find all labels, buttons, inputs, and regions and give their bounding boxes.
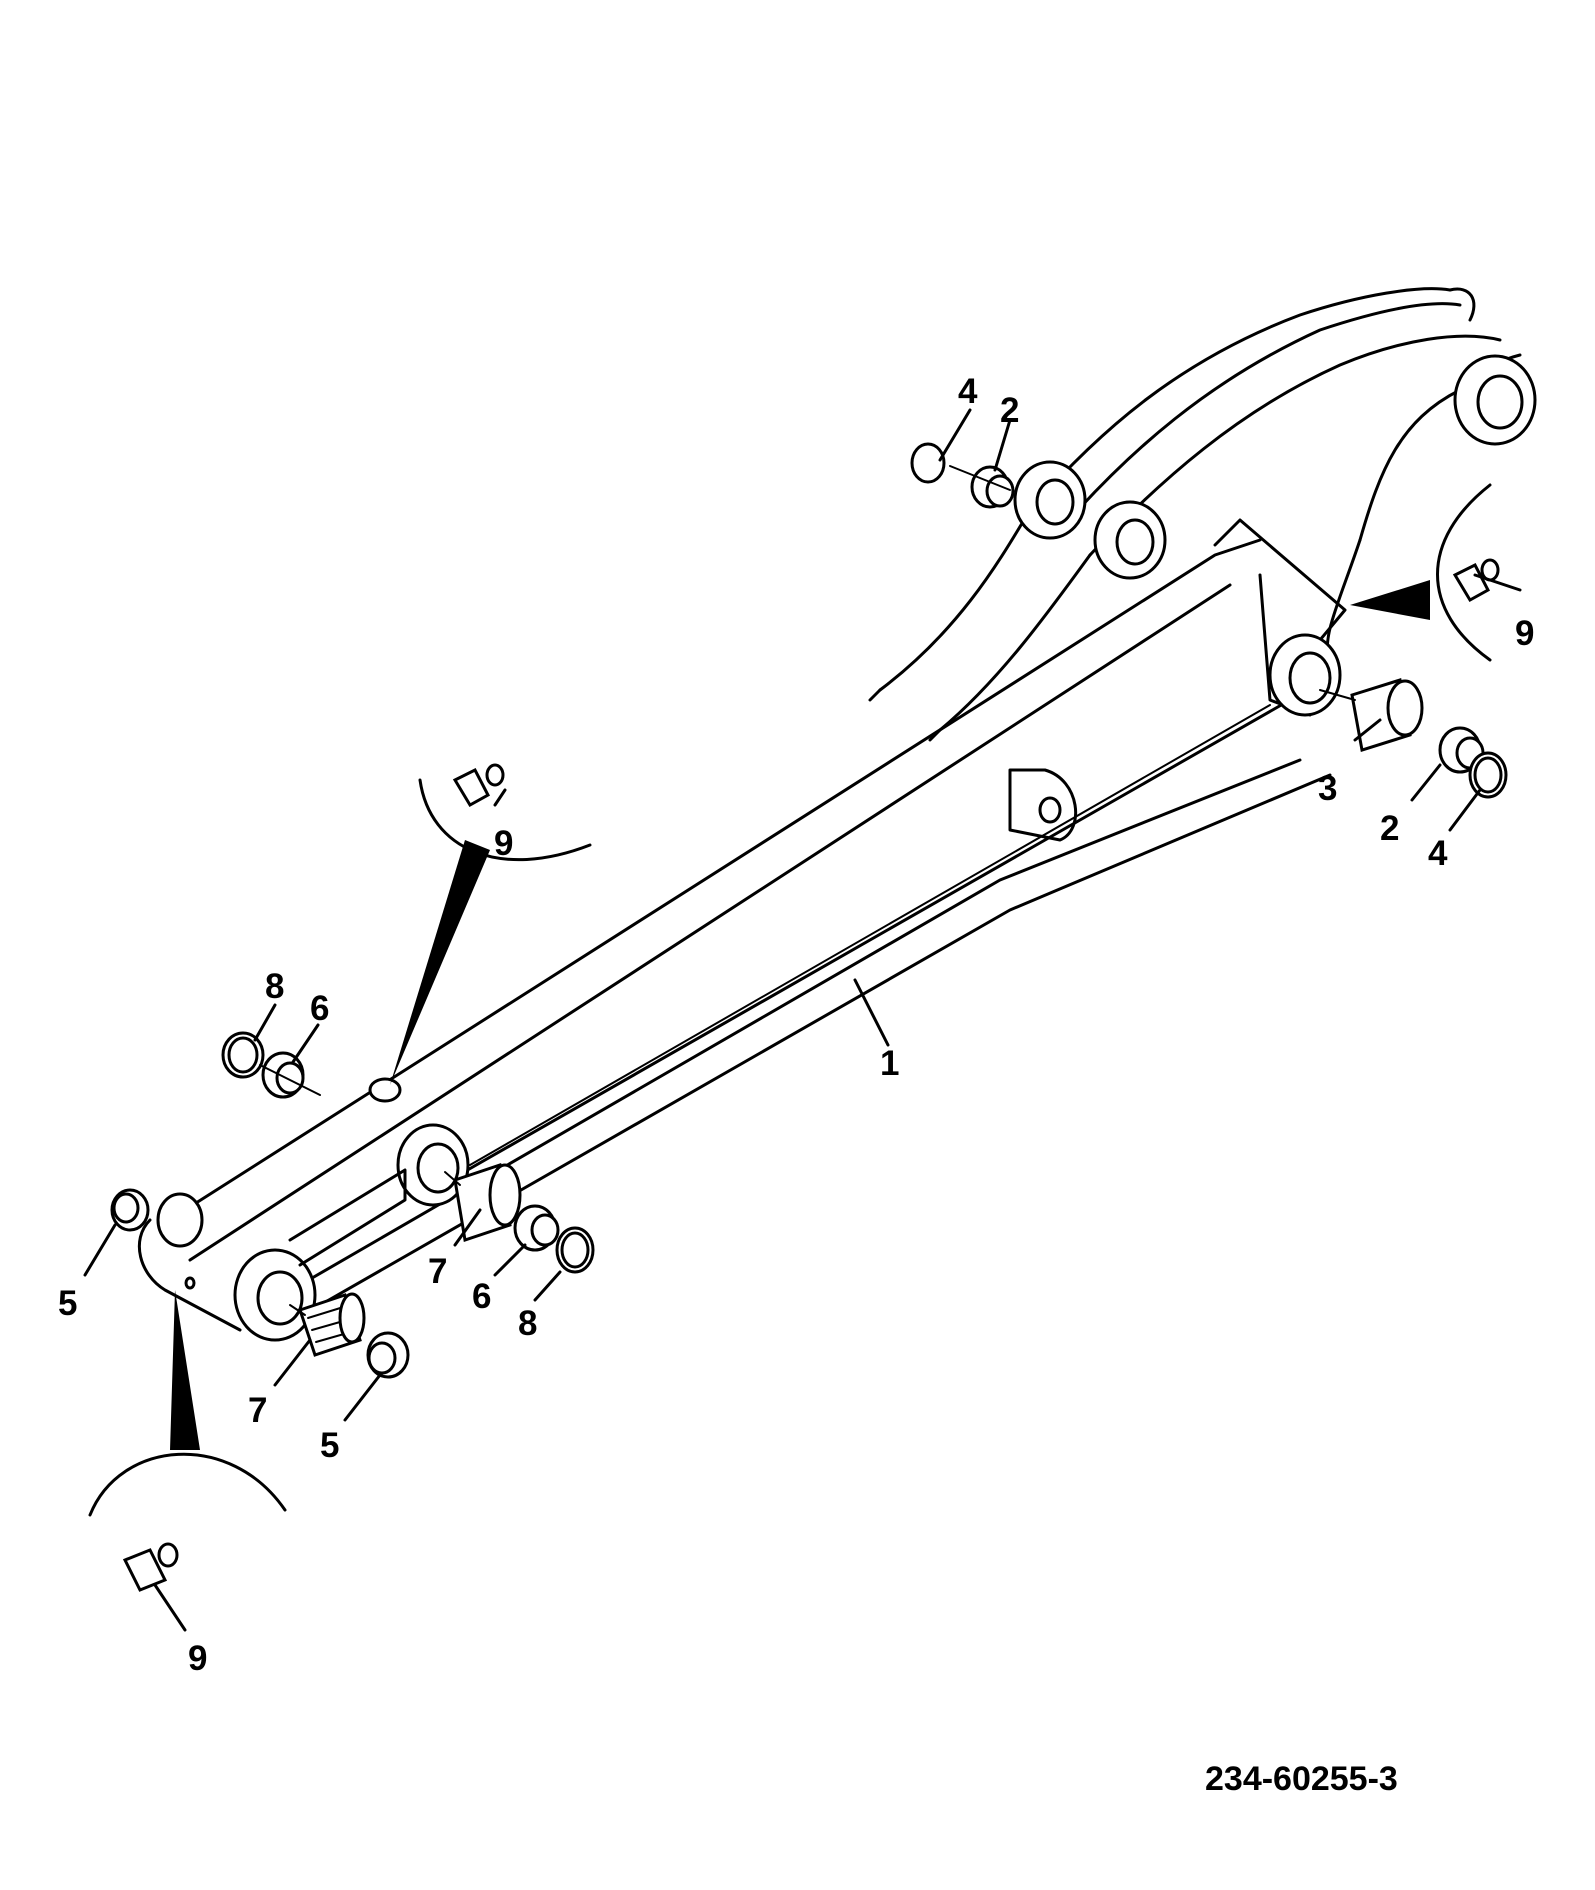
callout-label: 2 (1380, 809, 1399, 848)
callout-label: 9 (188, 1639, 207, 1678)
callout-label: 3 (1318, 769, 1337, 808)
detail-grease-nipples (88, 483, 1500, 1592)
drawing-reference-number: 234-60255-3 (1205, 1760, 1398, 1798)
callout-label: 8 (518, 1304, 537, 1343)
callout-label: 9 (1515, 614, 1534, 653)
callout-label: 2 (1000, 391, 1019, 430)
callout-label: 4 (1428, 834, 1448, 873)
grease-nipple-icon (452, 763, 505, 808)
callout-label: 6 (472, 1277, 491, 1316)
callout-labels: 4 2 9 3 2 4 9 8 6 1 5 7 6 8 7 5 9 (58, 372, 1534, 1678)
callout-label: 6 (310, 989, 329, 1028)
callout-label: 4 (958, 372, 978, 411)
dipper-arm (137, 287, 1537, 1342)
callout-label: 9 (494, 824, 513, 863)
grease-nipple-icon (1452, 558, 1500, 603)
leader-lines (83, 408, 1522, 1632)
callout-label: 5 (58, 1284, 77, 1323)
callout-label: 1 (880, 1044, 899, 1083)
grease-nipple-icon (122, 1542, 179, 1592)
callout-label: 5 (320, 1426, 339, 1465)
callout-label: 7 (248, 1391, 267, 1430)
loose-parts (110, 442, 1508, 1379)
callout-label: 8 (265, 967, 284, 1006)
callout-label: 7 (428, 1252, 447, 1291)
